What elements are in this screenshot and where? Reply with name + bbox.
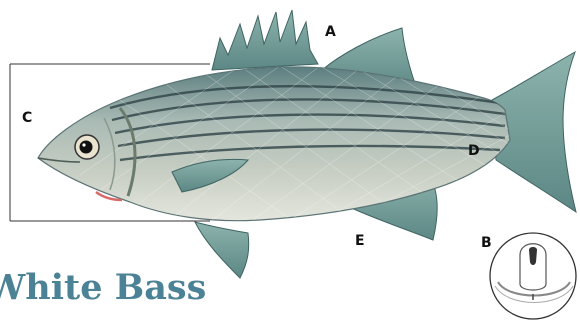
label-a: A <box>325 25 336 39</box>
label-b: B <box>481 236 492 250</box>
label-c: C <box>22 111 32 125</box>
white-bass-fish-illustration <box>38 10 576 278</box>
pupil <box>80 141 93 154</box>
spiny-dorsal-fin <box>212 10 318 70</box>
label-d: D <box>468 144 480 158</box>
tongue-tooth-patch-inset <box>490 233 576 319</box>
tooth-patch <box>529 247 537 265</box>
species-title: White Bass <box>0 270 206 305</box>
label-e: E <box>355 234 365 248</box>
